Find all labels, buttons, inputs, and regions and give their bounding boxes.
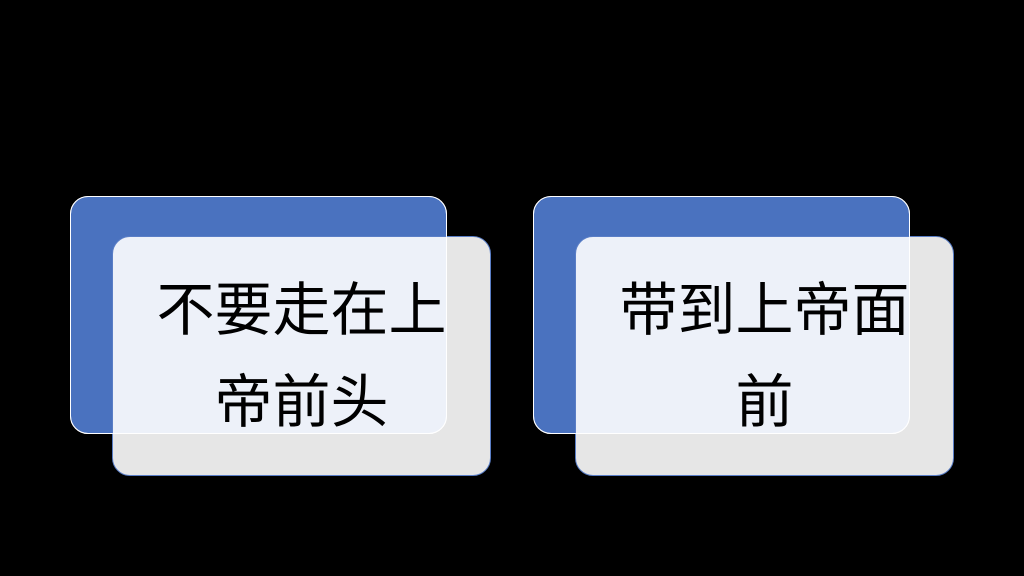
card-text: 不要走在上帝前头 [156,276,447,436]
card-text: 带到上帝面前 [619,276,910,436]
front-card: 不要走在上帝前头 [112,236,491,476]
front-card: 带到上帝面前 [575,236,954,476]
